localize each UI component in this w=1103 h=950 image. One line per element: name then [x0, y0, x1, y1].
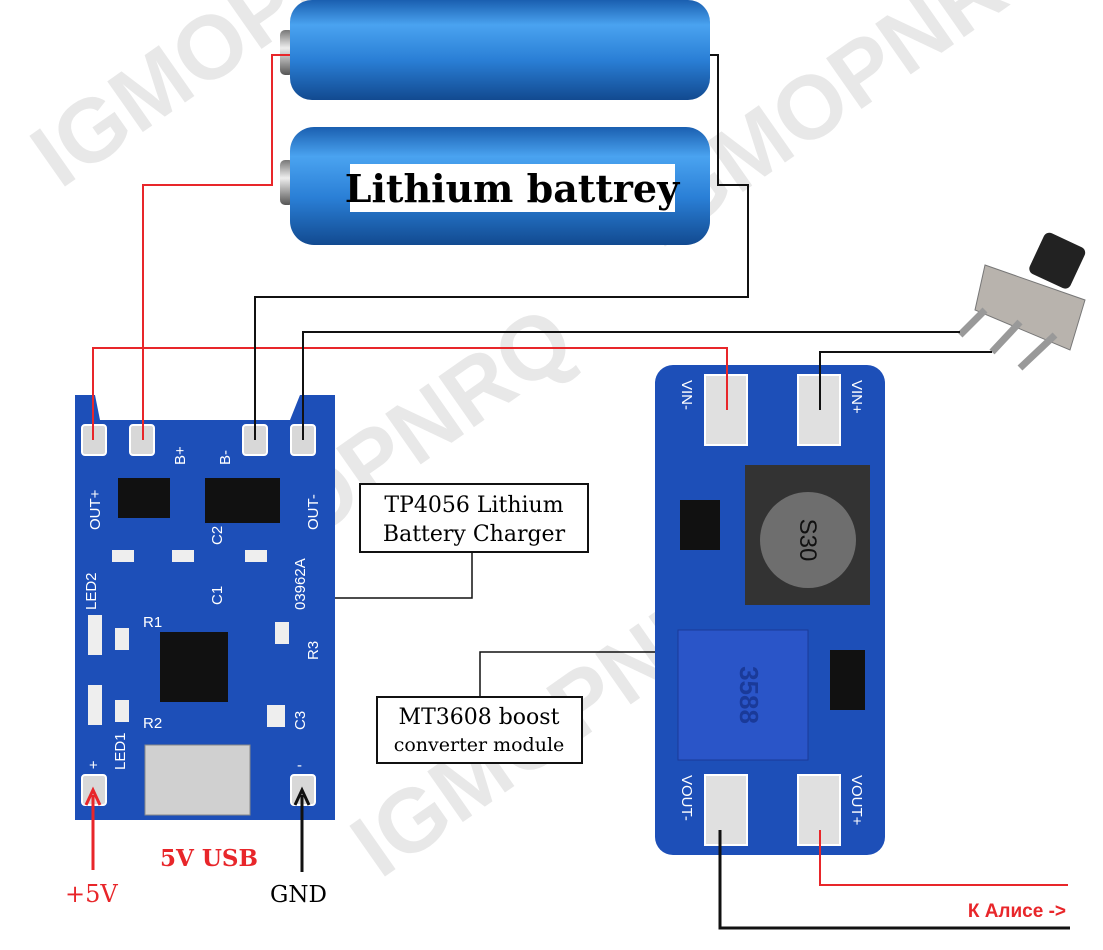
svg-text:VIN-: VIN-: [678, 380, 695, 410]
svg-text:+: +: [89, 757, 98, 774]
svg-text:S30: S30: [794, 519, 821, 562]
svg-text:MT3608 boost: MT3608 boost: [399, 705, 560, 730]
usb-label: 5V USB: [160, 845, 258, 872]
svg-text:VOUT+: VOUT+: [848, 775, 865, 826]
wire-battery-plus: [142, 54, 290, 440]
slide-switch: [957, 232, 1086, 371]
svg-text:OUT-: OUT-: [305, 494, 322, 530]
trimmer-potentiometer: [677, 629, 809, 761]
tp4056-label: TP4056 Lithium Battery Charger: [359, 483, 589, 553]
svg-text:LED2: LED2: [83, 572, 100, 610]
svg-text:B-: B-: [217, 450, 234, 465]
svg-text:OUT+: OUT+: [87, 489, 104, 530]
wire-vout-plus: [819, 830, 1068, 886]
svg-text:-: -: [297, 757, 302, 774]
svg-text:B+: B+: [172, 446, 189, 465]
svg-text:VOUT-: VOUT-: [678, 775, 695, 821]
svg-text:converter module: converter module: [394, 734, 565, 756]
battery-top: [280, 0, 710, 100]
wire-vout-minus: [718, 830, 1070, 930]
wire-out-minus-to-switch: [302, 331, 960, 440]
svg-text:VIN+: VIN+: [848, 380, 865, 414]
svg-text:Battery Charger: Battery Charger: [383, 522, 566, 547]
wires: [84, 54, 1070, 930]
tp4056-board: OUT+ OUT- B+ B- 03962A R1 R2 R3 C1 C2 C3…: [75, 395, 335, 820]
wire-out-plus-to-vin-minus: [92, 347, 728, 440]
svg-text:C2: C2: [209, 526, 226, 545]
mt3608-board: S30 3588 VIN- VIN+ VOUT- VOUT+: [655, 365, 885, 855]
svg-text:C1: C1: [209, 586, 226, 605]
wire-switch-to-vin-plus: [819, 351, 992, 410]
gnd-label: GND: [270, 882, 327, 908]
svg-text:R3: R3: [305, 641, 322, 660]
mt3608-label: MT3608 boost converter module: [376, 696, 583, 764]
wire-battery-minus: [254, 54, 749, 440]
battery-label-box: [350, 164, 675, 212]
svg-text:03962A: 03962A: [292, 558, 309, 610]
svg-text:LED1: LED1: [112, 732, 129, 770]
micro-usb-port: [144, 744, 251, 816]
svg-text:3588: 3588: [734, 666, 764, 724]
svg-text:R1: R1: [143, 614, 162, 631]
label-leaders: [335, 552, 655, 697]
svg-text:C3: C3: [292, 711, 309, 730]
battery-label: Lithium battrey: [345, 166, 680, 211]
arrow-gnd: [293, 786, 311, 872]
svg-text:TP4056 Lithium: TP4056 Lithium: [384, 493, 563, 518]
plus5v-label: +5V: [65, 880, 118, 908]
arrow-plus5v: [84, 786, 102, 870]
svg-text:R2: R2: [143, 715, 162, 732]
to-alice-label: К Алисе ->: [968, 901, 1066, 922]
